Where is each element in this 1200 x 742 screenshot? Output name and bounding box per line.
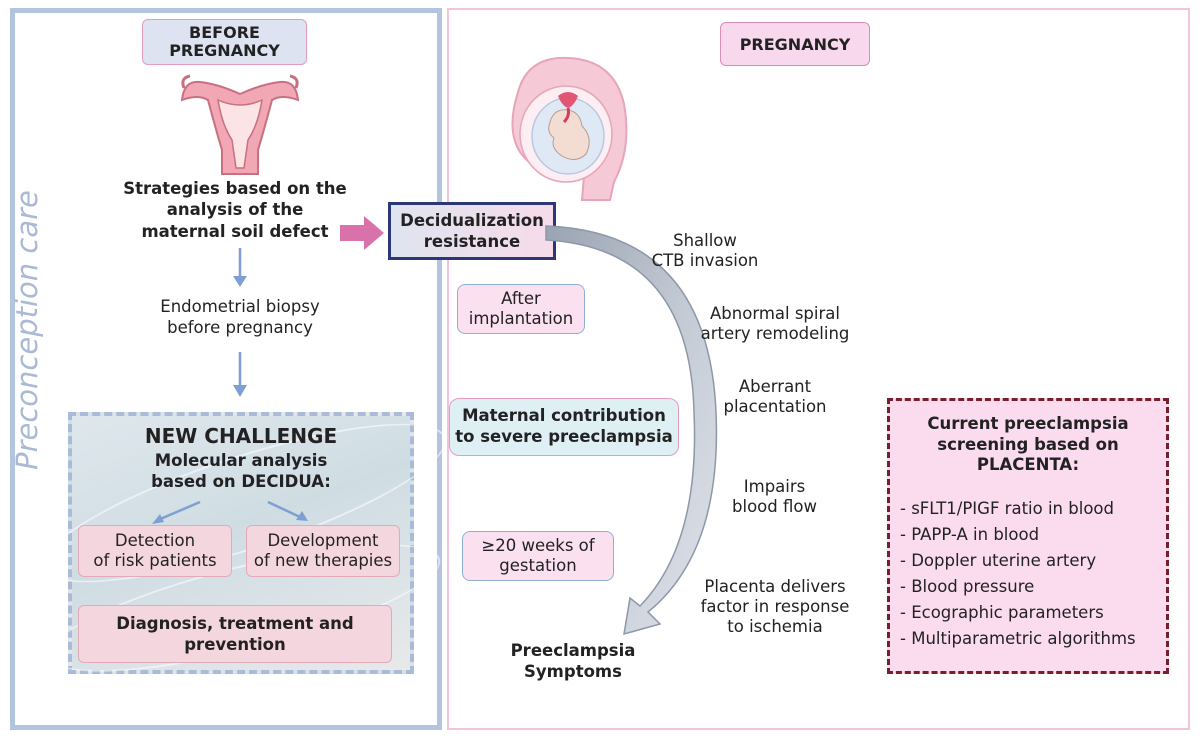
decidualization-box: Decidualization resistance	[388, 202, 556, 260]
biopsy-text: Endometrial biopsy before pregnancy	[160, 297, 320, 338]
screening-box	[887, 398, 1169, 674]
screening-item: - Multiparametric algorithms	[900, 629, 1136, 648]
step-impairs-blood-flow: Impairs blood flow	[732, 477, 817, 516]
screening-item: - Blood pressure	[900, 577, 1035, 596]
challenge-subtitle: Molecular analysis based on DECIDUA:	[151, 451, 331, 491]
strategies-text: Strategies based on the analysis of the …	[123, 179, 347, 241]
maternal-contribution-box: Maternal contribution to severe preeclam…	[449, 398, 679, 456]
branch-arrows	[152, 500, 308, 524]
before-pregnancy-title: BEFORE PREGNANCY	[142, 19, 307, 65]
curved-arrow-icon	[545, 225, 718, 636]
screening-list: - sFLT1/PIGF ratio in blood - PAPP-A in …	[900, 499, 1162, 655]
screening-item: - PAPP-A in blood	[900, 525, 1040, 544]
screening-title: Current preeclampsia screening based on …	[927, 414, 1129, 475]
detection-box: Detection of risk patients	[78, 525, 232, 577]
after-implantation-box: After implantation	[457, 284, 585, 334]
uterus-icon	[180, 74, 300, 175]
screening-item: - Ecographic parameters	[900, 603, 1104, 622]
arrow-down-icon	[233, 248, 247, 287]
new-challenge-title: NEW CHALLENGE	[144, 424, 338, 448]
preeclampsia-symptoms: Preeclampsia Symptoms	[510, 641, 636, 682]
step-aberrant-placentation: Aberrant placentation	[723, 377, 827, 416]
arrow-right-icon	[340, 216, 384, 250]
fetus-in-uterus-icon	[511, 56, 628, 201]
step-spiral-remodeling: Abnormal spiral artery remodeling	[700, 304, 850, 343]
screening-item: - Doppler uterine artery	[900, 551, 1097, 570]
gestation-weeks-box: ≥20 weeks of gestation	[462, 531, 614, 581]
step-shallow-invasion: Shallow CTB invasion	[651, 231, 759, 270]
preconception-care-label: Preconception care	[10, 190, 44, 470]
screening-item: - sFLT1/PIGF ratio in blood	[900, 499, 1114, 518]
arrow-down-icon	[233, 352, 247, 397]
development-box: Development of new therapies	[246, 525, 400, 577]
step-placenta-factor: Placenta delivers factor in response to …	[700, 577, 850, 636]
pregnancy-title: PREGNANCY	[720, 22, 870, 66]
diagnosis-box: Diagnosis, treatment and prevention	[78, 605, 392, 663]
